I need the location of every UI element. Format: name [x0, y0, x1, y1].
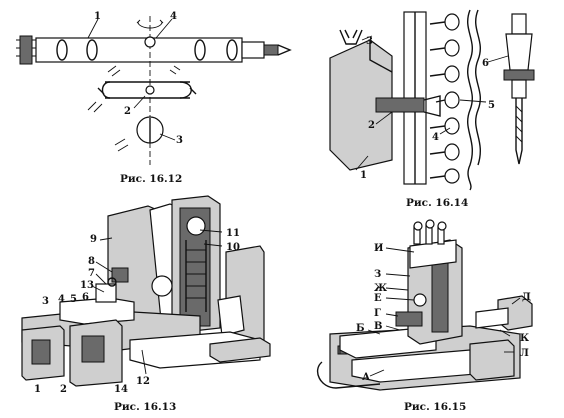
label-2: 2: [124, 106, 131, 117]
label-B: Б: [356, 323, 365, 334]
drill-bit: [263, 44, 279, 56]
label-13: 13: [80, 280, 94, 291]
label-6: 6: [82, 292, 89, 303]
figure-16-13: 9 11 10 8 7 13 3 4 5 6 1 2 14 12 Рис. 16…: [21, 195, 271, 413]
label-A: А: [362, 372, 371, 383]
spindle-motor: [151, 275, 173, 297]
caption-16-15: Рис. 16.15: [404, 401, 466, 413]
label-I: И: [374, 243, 383, 254]
label-5: 5: [70, 294, 77, 305]
label-6: 6: [482, 58, 489, 69]
label-4: 4: [58, 294, 65, 305]
label-14: 14: [114, 384, 128, 395]
caption-16-12: Рис. 16.12: [120, 173, 182, 185]
pivot-joint: [144, 36, 156, 48]
figure-16-15: И З Ж Е Г В Б Д К Л А Рис. 16.15: [317, 219, 533, 413]
label-Z: З: [374, 269, 381, 280]
label-2: 2: [368, 120, 375, 131]
label-D: Д: [522, 292, 531, 303]
tool-holder: [503, 13, 535, 165]
milling-cutter: [19, 35, 33, 65]
tool-magazine: [413, 219, 447, 245]
figure-16-14: 3 6 4 5 2 1 Рис. 16.14: [329, 9, 535, 209]
label-11: 11: [226, 228, 240, 239]
label-1: 1: [94, 11, 101, 22]
figure-16-12: 1 4 2 3 Рис. 16.12: [16, 11, 292, 185]
label-3: 3: [176, 135, 183, 146]
label-3: 3: [366, 36, 373, 47]
label-9: 9: [90, 234, 97, 245]
label-L: Л: [520, 348, 529, 359]
label-K: К: [520, 333, 529, 344]
tool-magazine-tower: [171, 195, 221, 333]
label-3: 3: [42, 296, 49, 307]
spindle-housing: [35, 37, 243, 63]
label-12: 12: [136, 376, 150, 387]
label-8: 8: [88, 256, 95, 267]
tool-changer-arm: [375, 97, 425, 113]
label-2: 2: [60, 384, 67, 395]
label-7: 7: [88, 268, 95, 279]
label-1: 1: [34, 384, 41, 395]
label-G: Г: [374, 308, 381, 319]
label-4: 4: [432, 132, 439, 143]
label-V: В: [374, 321, 382, 332]
caption-16-14: Рис. 16.14: [406, 197, 468, 209]
label-5: 5: [488, 100, 495, 111]
label-E: Е: [374, 293, 382, 304]
tool-magazine: [429, 9, 482, 191]
label-10: 10: [226, 242, 240, 253]
label-Zh: Ж: [374, 283, 388, 294]
label-1: 1: [360, 170, 367, 181]
caption-16-13: Рис. 16.13: [114, 401, 176, 413]
label-4: 4: [170, 11, 177, 22]
